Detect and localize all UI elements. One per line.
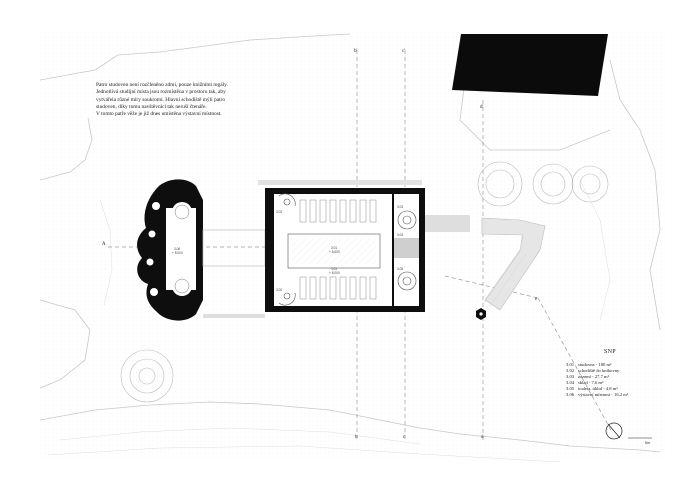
note-line: studoven, díky tomu navštěvníci tak neru… xyxy=(96,103,207,110)
section-marker-top: c' xyxy=(402,49,405,54)
terrain-lines xyxy=(47,179,611,463)
shelf xyxy=(359,276,367,300)
legend-text: sklad - 7,6 m² xyxy=(578,379,604,385)
room-label: 3.03 xyxy=(397,205,403,209)
core-block xyxy=(394,238,419,258)
shelf xyxy=(369,276,377,300)
room-label: 3.01 xyxy=(331,246,337,250)
shelf xyxy=(349,276,357,300)
site-outline xyxy=(39,33,661,453)
note-line: vytvářela různé míry soukromí. Hlavní sc… xyxy=(96,96,226,103)
shelf xyxy=(369,199,377,223)
ramp xyxy=(481,217,546,311)
shelf xyxy=(329,276,337,300)
shelf xyxy=(359,199,367,223)
room-label: 3.04 xyxy=(397,233,403,237)
room-label: 3.02 xyxy=(276,210,282,214)
reading-block xyxy=(287,233,381,269)
scale-bar: 5m xyxy=(628,437,652,445)
shelf xyxy=(349,199,357,223)
north-arrow xyxy=(605,422,623,440)
section-marker-bottom: c xyxy=(403,435,406,440)
legend-text: toaleta, úklid - 4,8 m² xyxy=(578,385,618,391)
section-marker-top: d' xyxy=(480,105,484,110)
shelf xyxy=(339,276,347,300)
tower-interior xyxy=(166,202,196,296)
main-stairs xyxy=(278,193,296,306)
note-line: Jednotlivá studijní místa jsou rozmístěn… xyxy=(96,89,226,96)
shelf xyxy=(309,199,317,223)
legend-code: 3.04 xyxy=(566,379,575,385)
reading-block-inner xyxy=(292,238,376,264)
bookshelves xyxy=(299,199,377,300)
trees xyxy=(120,161,609,403)
room-label: + 8,000 xyxy=(329,271,340,275)
room-label: + 8,000 xyxy=(172,251,183,255)
section-markers: b' c' d' b c d Ae xyxy=(102,49,538,440)
legend-code: 3.05 xyxy=(566,385,575,391)
shelf xyxy=(309,276,317,300)
legend-text: výstavní místnost - 16,2 m² xyxy=(578,391,629,397)
shelf xyxy=(319,199,327,223)
shelf xyxy=(329,199,337,223)
section-marker-right: e xyxy=(535,297,538,302)
section-axes xyxy=(108,50,613,440)
legend-code: 3.03 xyxy=(566,373,575,379)
note-line: V tomto patře věže je již dnes umístěna … xyxy=(96,111,222,118)
room-label: + 8,000 xyxy=(329,250,340,254)
legend-title: SNP xyxy=(604,349,616,355)
svg-text:5m: 5m xyxy=(645,441,650,445)
section-marker-bottom: b xyxy=(355,435,358,440)
legend-text: zázemí - 27,7 m² xyxy=(578,373,609,379)
room-label: 3.02 xyxy=(276,288,282,292)
shelf xyxy=(299,199,307,223)
walkway-bottom xyxy=(203,314,265,318)
room-label: 3.05 xyxy=(397,267,403,271)
walkway-top xyxy=(258,180,422,185)
shelf xyxy=(339,199,347,223)
legend-text: studovna - 180 m² xyxy=(578,362,612,367)
ramp-hatch xyxy=(483,235,527,307)
section-marker-left: A xyxy=(102,242,106,247)
legend-text: schodiště do knihovny xyxy=(578,367,620,373)
hexagon-center xyxy=(479,312,483,316)
neighbor-building xyxy=(452,34,608,96)
section-marker-top: b' xyxy=(354,49,358,54)
tower-deco xyxy=(146,202,160,296)
east-terrace xyxy=(425,215,470,232)
description-note: Patro studoven není rozčleněno zdmi, pou… xyxy=(96,82,266,118)
room-label: 3.01 xyxy=(331,267,337,271)
note-line: Patro studoven není rozčleněno zdmi, pou… xyxy=(96,82,228,88)
legend-code: 3.06 xyxy=(566,391,575,397)
tower-stairs xyxy=(174,204,190,294)
room-label: 3.06 xyxy=(174,247,180,251)
core-stairs xyxy=(397,210,417,291)
legend-code: 3.01 xyxy=(566,362,575,367)
legend-code: 3.02 xyxy=(566,367,575,373)
section-marker-bottom: d xyxy=(481,435,484,440)
shelf xyxy=(319,276,327,300)
shelf xyxy=(299,276,307,300)
